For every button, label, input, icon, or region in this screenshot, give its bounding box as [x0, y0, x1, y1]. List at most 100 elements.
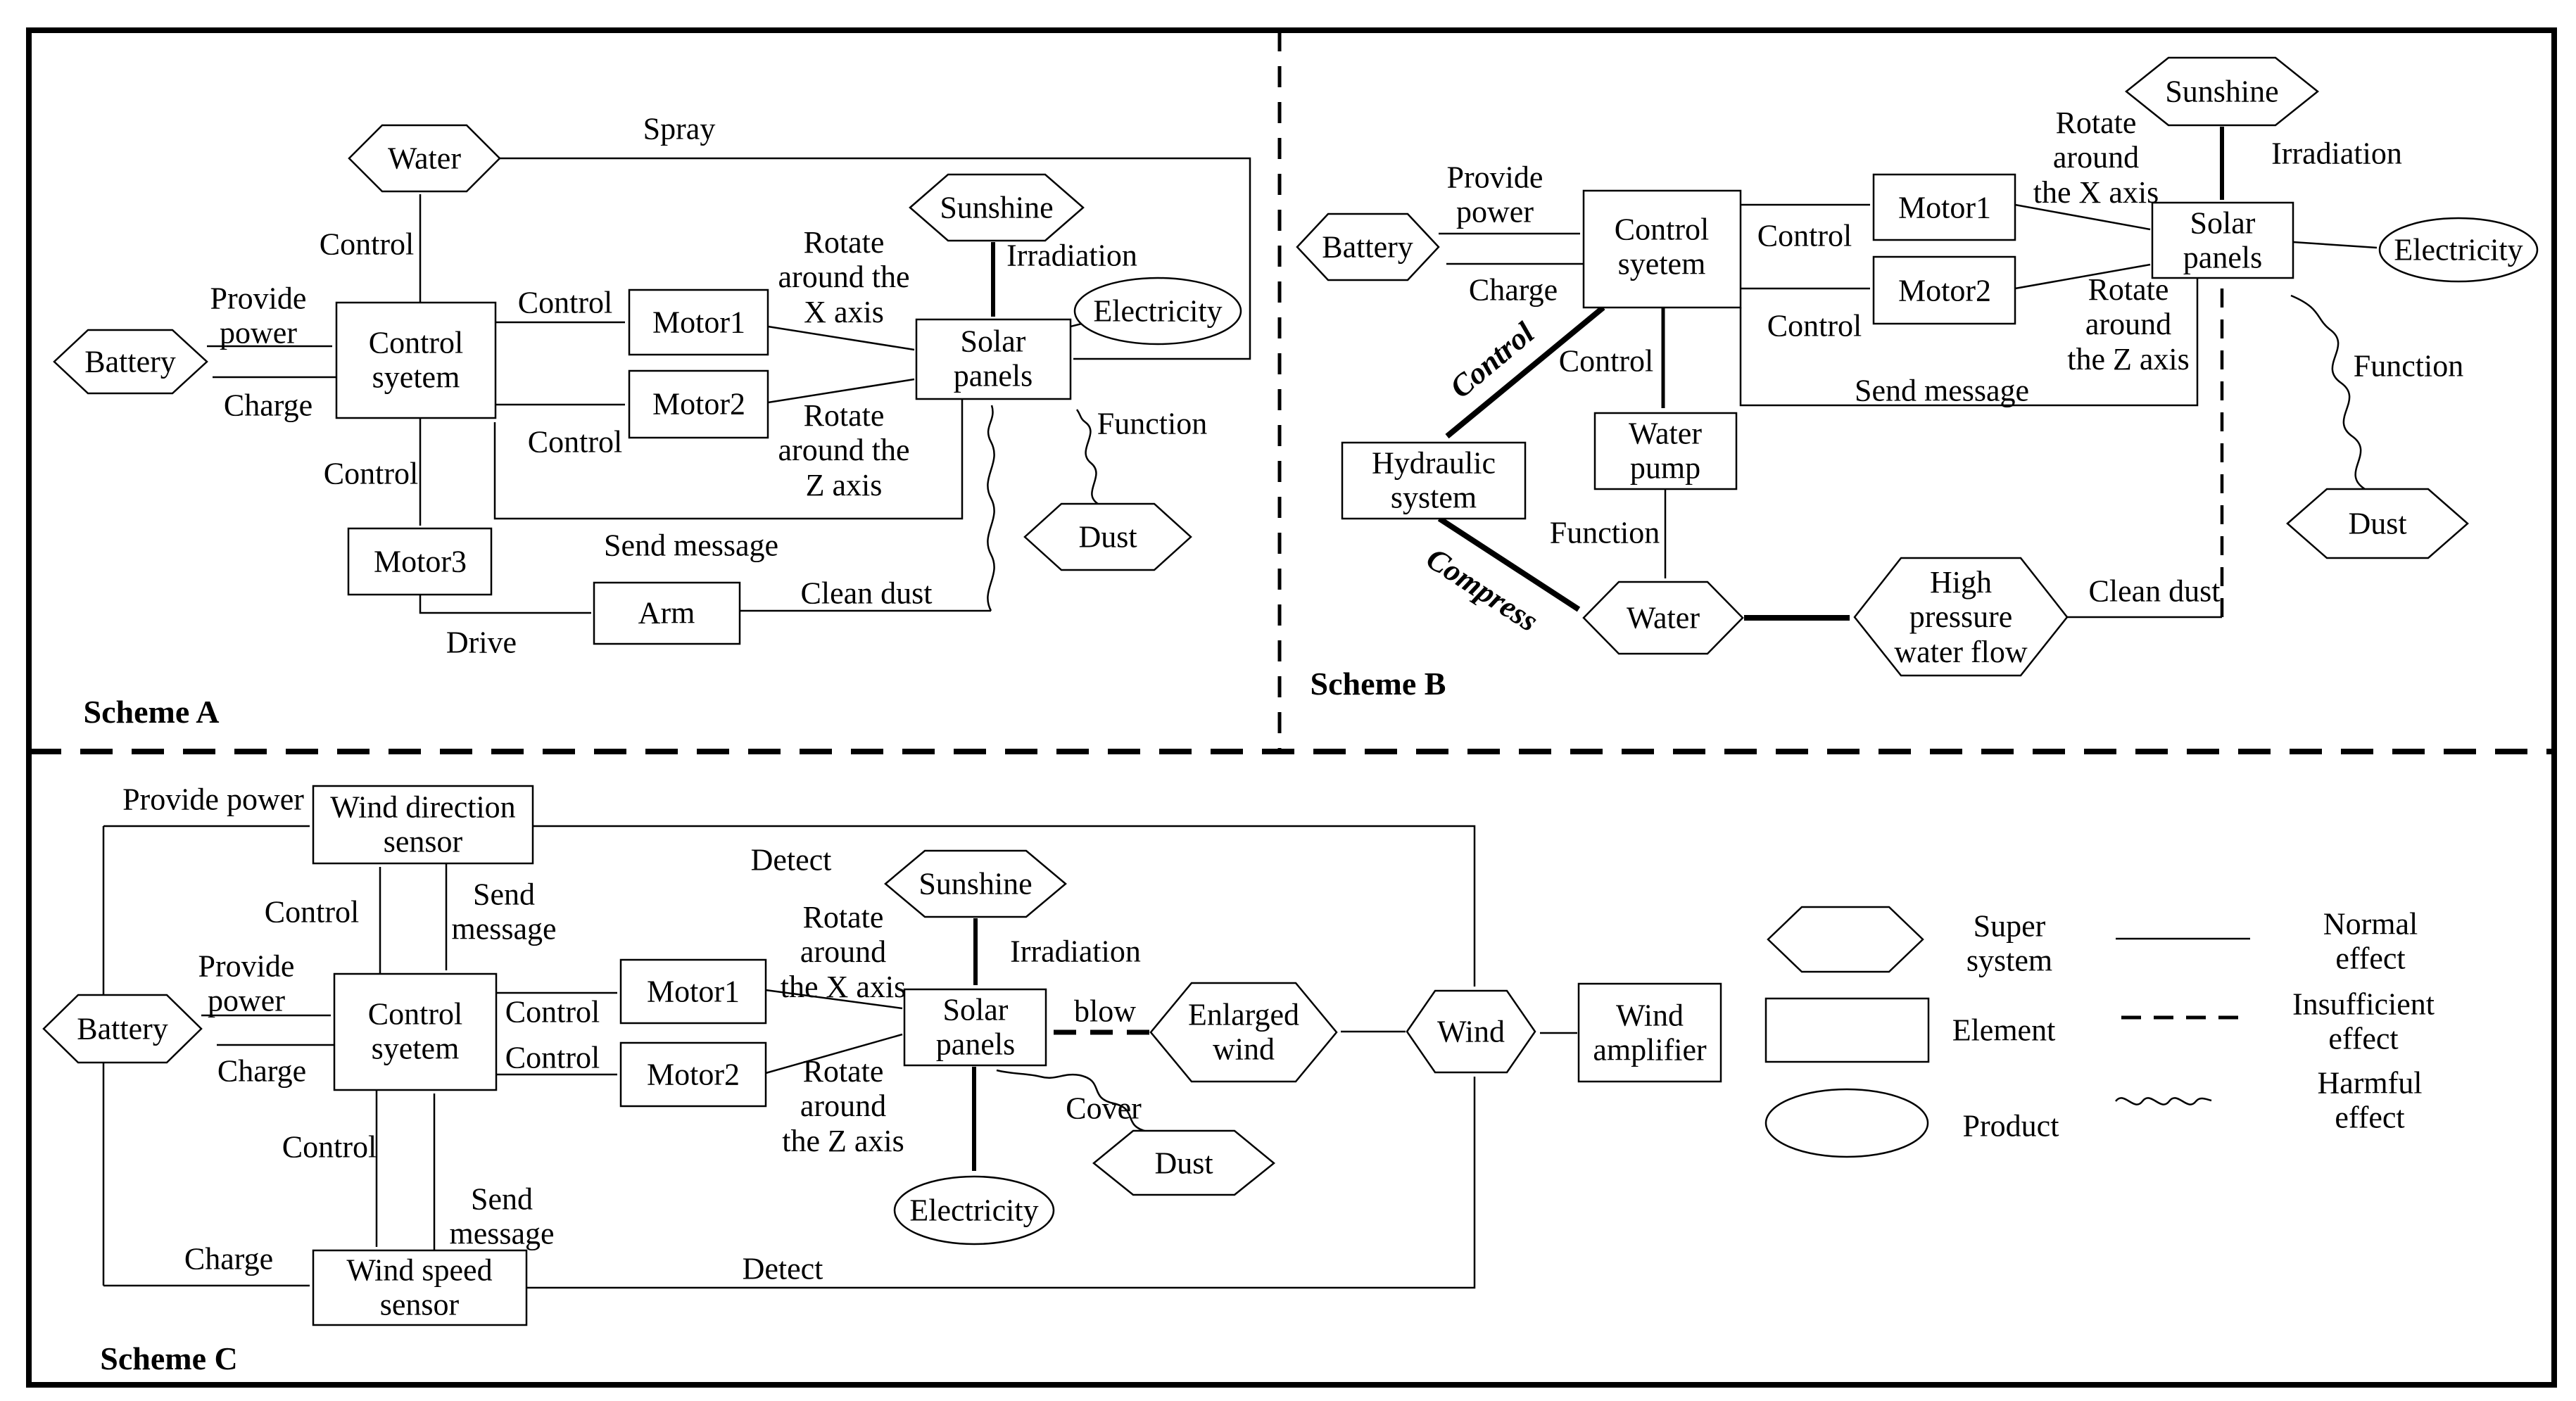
a-battery-label: Battery	[84, 344, 176, 379]
edge-b-hydraulic-compress-water	[1437, 516, 1581, 612]
c-charge-label: Charge	[217, 1053, 307, 1089]
legend-harmful-effect-label: Harmful effect	[2317, 1065, 2423, 1135]
scheme-a-motor2-box	[628, 369, 769, 439]
c-charge-bottom-label: Charge	[184, 1241, 274, 1276]
b-control-feedback-label: Control	[1767, 308, 1862, 343]
b-battery-label: Battery	[1322, 229, 1413, 265]
a-sunshine-label: Sunshine	[940, 190, 1054, 225]
b-send-message-label: Send message	[1854, 373, 2030, 408]
scheme-c-wind-hexagon	[1406, 989, 1536, 1074]
scheme-a-sunshine-hexagon	[909, 173, 1085, 242]
legend-super-system-label: Super system	[1966, 908, 2053, 978]
edge-a-solar-electricity	[1070, 322, 1082, 328]
c-solar-panels-label: Solar panels	[935, 992, 1016, 1062]
c-control-wss-label: Control	[282, 1129, 377, 1165]
legend-product-ellipse	[1764, 1088, 1929, 1158]
edge-b-motor2-solar	[2014, 263, 2151, 290]
b-control-pump-label: Control	[1558, 343, 1654, 379]
scheme-a-water-hexagon	[348, 124, 501, 193]
scheme-a-dust-hexagon	[1023, 502, 1192, 571]
a-send-message-label: Send message	[603, 528, 779, 563]
edge-c-detect-bottom	[526, 1077, 1476, 1289]
c-wind-label: Wind	[1437, 1014, 1505, 1049]
a-electricity-label: Electricity	[1093, 293, 1223, 329]
a-irradiation-label: Irradiation	[1006, 238, 1137, 273]
c-motor2-label: Motor2	[647, 1057, 740, 1092]
c-detect-bottom-label: Detect	[742, 1251, 823, 1286]
a-dust-label: Dust	[1078, 519, 1137, 554]
c-send-message-wss-label: Send message	[449, 1181, 555, 1251]
legend-super-system-hexagon	[1767, 906, 1924, 973]
c-control-system-label: Control syetem	[367, 996, 463, 1066]
edge-c-detect-top	[533, 825, 1476, 987]
scheme-b-control-system-box	[1582, 189, 1742, 309]
scheme-c-wind-direction-sensor-box	[312, 785, 534, 865]
a-control-feedback-label: Control	[527, 424, 623, 459]
b-clean-dust-label: Clean dust	[2088, 573, 2221, 609]
scheme-a-electricity-ellipse	[1073, 277, 1242, 346]
a-motor2-label: Motor2	[652, 386, 745, 421]
b-solar-panels-label: Solar panels	[2183, 205, 2263, 275]
scheme-c-solar-panels-box	[903, 988, 1047, 1067]
c-rotate-z-label: Rotate around the Z axis	[782, 1054, 904, 1158]
a-water-label: Water	[388, 141, 461, 176]
b-charge-label: Charge	[1468, 272, 1558, 308]
b-control-motor1-label: Control	[1757, 218, 1852, 253]
scheme-c-electricity-ellipse	[893, 1175, 1055, 1245]
scheme-b-hydraulic-box	[1341, 441, 1527, 520]
scheme-b-motor1-box	[1872, 173, 2016, 241]
b-motor1-label: Motor1	[1898, 190, 1991, 225]
scheme-c-motor2-box	[619, 1041, 767, 1108]
scheme-a-arm-box	[593, 581, 741, 645]
a-control-water-label: Control	[319, 227, 415, 262]
scheme-b-water-hexagon	[1582, 581, 1744, 655]
scheme-a-control-system-box	[335, 301, 497, 419]
edge-c-motor2-solar	[765, 1033, 903, 1074]
c-cover-label: Cover	[1066, 1091, 1142, 1126]
legend-harmful-arrow	[2115, 1097, 2212, 1105]
edge-b-control-hydraulic	[1445, 305, 1605, 439]
legend-product-label: Product	[1962, 1108, 2059, 1143]
b-provide-power-label: Provide power	[1446, 160, 1543, 229]
a-charge-label: Charge	[223, 388, 313, 423]
b-control-system-label: Control syetem	[1614, 212, 1710, 281]
c-wind-speed-sensor-label: Wind speed sensor	[346, 1253, 493, 1322]
scheme-c-dust-hexagon	[1092, 1129, 1275, 1196]
c-enlarged-wind-label: Enlarged wind	[1187, 997, 1300, 1067]
scheme-c-wind-amplifier-box	[1577, 982, 1722, 1083]
legend-insufficient-effect-label: Insufficient effect	[2292, 987, 2435, 1056]
edge-a-send-message	[493, 399, 964, 520]
c-irradiation-label: Irradiation	[1010, 934, 1141, 969]
edge-c-dust-cover-wavy	[996, 1069, 1148, 1133]
edge-a-motor2-solar	[767, 378, 915, 404]
scheme-a-title: Scheme A	[83, 694, 220, 730]
c-detect-top-label: Detect	[750, 842, 832, 877]
edge-a-spray	[500, 157, 1251, 360]
c-sunshine-label: Sunshine	[918, 866, 1033, 901]
a-clean-dust-label: Clean dust	[800, 576, 933, 611]
c-electricity-label: Electricity	[909, 1193, 1039, 1228]
legend-element-box	[1764, 997, 1930, 1063]
edge-b-dust-function-wavy	[2290, 294, 2366, 490]
c-motor1-label: Motor1	[647, 974, 740, 1009]
legend-normal-effect-label: Normal effect	[2323, 906, 2418, 976]
a-solar-panels-label: Solar panels	[953, 324, 1033, 393]
a-function-label: Function	[1097, 406, 1208, 441]
b-electricity-label: Electricity	[2394, 232, 2523, 267]
scheme-c-title: Scheme C	[100, 1340, 238, 1377]
b-function-pump-label: Function	[1549, 515, 1660, 550]
c-wind-direction-sensor-label: Wind direction sensor	[330, 790, 516, 859]
c-control-motor1-label: Control	[505, 994, 600, 1029]
c-provide-power-top-label: Provide power	[122, 782, 304, 817]
c-rotate-x-label: Rotate around the X axis	[780, 900, 907, 1004]
b-irradiation-label: Irradiation	[2271, 136, 2402, 171]
scheme-b-sunshine-hexagon	[2124, 56, 2320, 127]
a-provide-power-label: Provide power	[210, 281, 307, 350]
scheme-c-enlarged-wind-hexagon	[1149, 982, 1338, 1083]
c-battery-label: Battery	[77, 1011, 168, 1046]
c-wind-amplifier-label: Wind amplifier	[1593, 998, 1707, 1067]
a-control-motor3-label: Control	[323, 456, 419, 491]
scheme-a-battery-hexagon	[53, 329, 208, 395]
c-blow-label: blow	[1074, 994, 1136, 1029]
